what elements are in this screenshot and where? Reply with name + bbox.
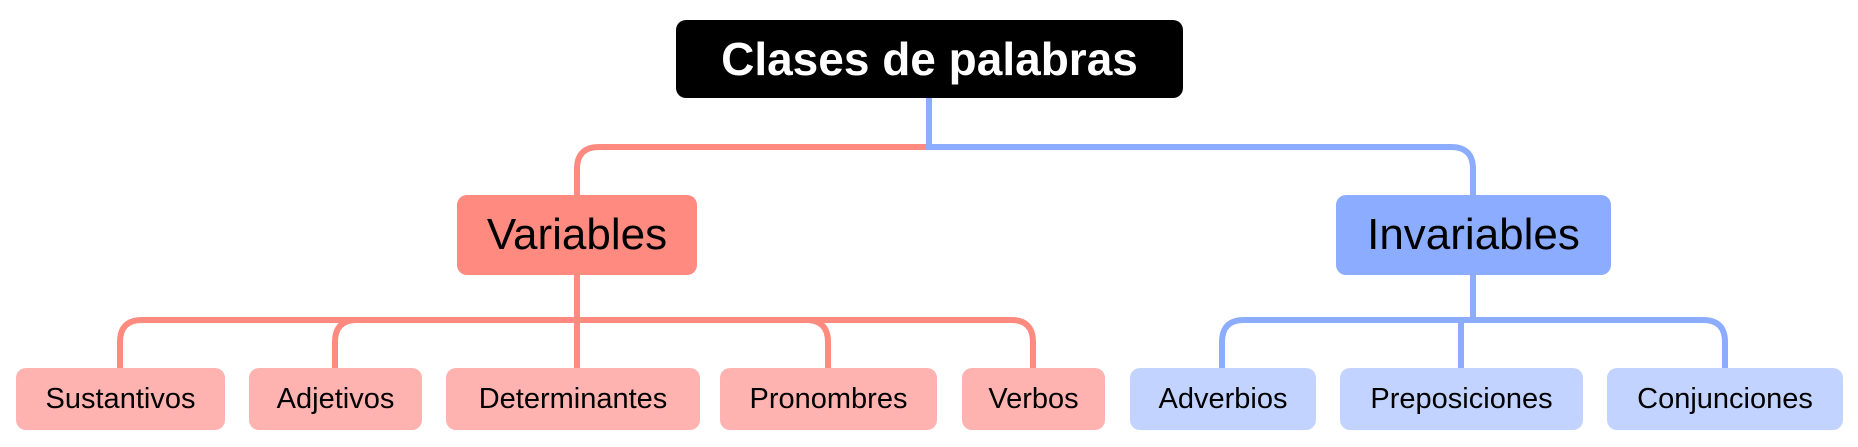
branch-node-variables: Variables xyxy=(457,195,697,275)
leaf-node-determinantes: Determinantes xyxy=(446,368,700,430)
leaf-node-preposiciones: Preposiciones xyxy=(1340,368,1583,430)
connector-root-variables xyxy=(574,144,932,198)
connector-variables-pronombres xyxy=(574,317,831,371)
branch-node-invariables: Invariables xyxy=(1336,195,1611,275)
connector-variables-verbos xyxy=(574,317,1036,371)
connector-invariables-conjunciones xyxy=(1470,317,1728,371)
connector-variables-adjetivos xyxy=(332,317,580,371)
connector-invariables-adverbios xyxy=(1219,317,1476,371)
leaf-node-verbos: Verbos xyxy=(962,368,1105,430)
leaf-node-conjunciones: Conjunciones xyxy=(1607,368,1843,430)
connector-variables-sustantivos xyxy=(117,317,580,371)
leaf-node-adjetivos: Adjetivos xyxy=(249,368,422,430)
leaf-node-adverbios: Adverbios xyxy=(1130,368,1316,430)
leaf-node-sustantivos: Sustantivos xyxy=(16,368,225,430)
root-node: Clases de palabras xyxy=(676,20,1183,98)
leaf-node-pronombres: Pronombres xyxy=(720,368,937,430)
connector-root-invariables xyxy=(926,95,1476,198)
